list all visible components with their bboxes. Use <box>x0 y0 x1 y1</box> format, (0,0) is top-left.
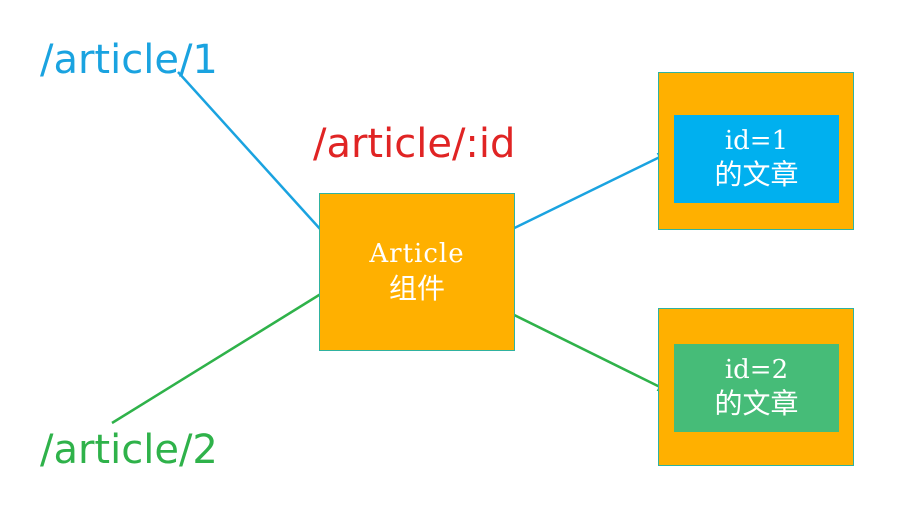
arrow-route1-to-component <box>177 71 332 242</box>
arrow-component-to-page1 <box>499 152 668 237</box>
article-page-1: id=1 的文章 <box>658 72 854 230</box>
arrow-component-to-page2 <box>497 305 668 392</box>
article-page-1-text: 的文章 <box>714 158 799 191</box>
article-page-2: id=2 的文章 <box>658 308 854 466</box>
article-page-2-text: 的文章 <box>714 387 799 420</box>
component-name: Article <box>369 239 465 269</box>
route-article-1-label: /article/1 <box>40 37 218 83</box>
article-page-2-id: id=2 <box>724 355 789 385</box>
article-page-1-id: id=1 <box>724 126 789 156</box>
article-page-1-content: id=1 的文章 <box>674 115 839 203</box>
article-page-2-content: id=2 的文章 <box>674 344 839 432</box>
route-article-2-label: /article/2 <box>40 427 218 473</box>
route-param-label: /article/:id <box>313 121 516 167</box>
article-component-box: Article 组件 <box>319 193 515 351</box>
component-suffix: 组件 <box>388 272 445 305</box>
arrow-route2-to-component <box>111 285 334 425</box>
